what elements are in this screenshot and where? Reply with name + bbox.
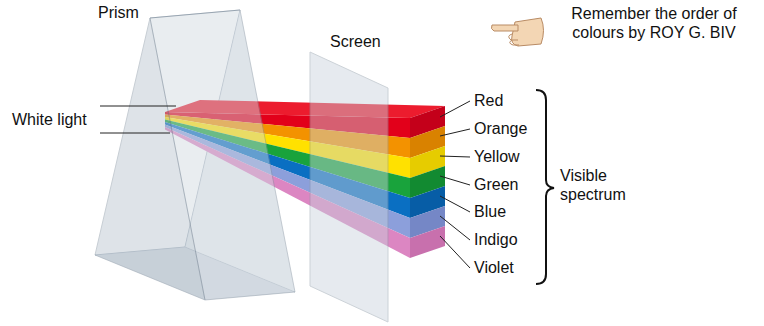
label: Blue: [474, 202, 506, 221]
label-text: Blue: [474, 203, 506, 220]
label: Visible spectrum: [560, 166, 640, 204]
label-text: Visible spectrum: [560, 167, 626, 203]
label: Red: [474, 91, 503, 110]
label-text: White light: [12, 111, 87, 128]
label: White light: [12, 110, 87, 129]
label-text: Orange: [474, 120, 527, 137]
screen-plane: [310, 52, 388, 322]
label-text: Prism: [98, 4, 139, 21]
label-text: Screen: [330, 33, 381, 50]
label: Yellow: [474, 147, 520, 166]
label: Indigo: [474, 230, 518, 249]
label-text: Red: [474, 92, 503, 109]
leader-line: [440, 101, 470, 268]
label: Prism: [98, 3, 139, 22]
label-text: Remember the order of colours by ROY G. …: [571, 5, 736, 41]
hand-finger: [491, 25, 518, 31]
label: Violet: [474, 258, 514, 277]
pointing-hand: [491, 18, 543, 46]
label-text: Indigo: [474, 231, 518, 248]
bracket: [536, 90, 554, 284]
label: Remember the order of colours by ROY G. …: [548, 4, 760, 42]
hand-palm: [512, 18, 544, 46]
label-text: Yellow: [474, 148, 520, 165]
label: Screen: [330, 32, 381, 51]
label: Green: [474, 175, 518, 194]
violet-side: [410, 226, 445, 258]
leader-line: [100, 106, 176, 133]
hand-fingers: [509, 34, 519, 45]
label-text: Violet: [474, 259, 514, 276]
label: Orange: [474, 119, 527, 138]
prism-right-face: [150, 10, 295, 300]
label-text: Green: [474, 176, 518, 193]
